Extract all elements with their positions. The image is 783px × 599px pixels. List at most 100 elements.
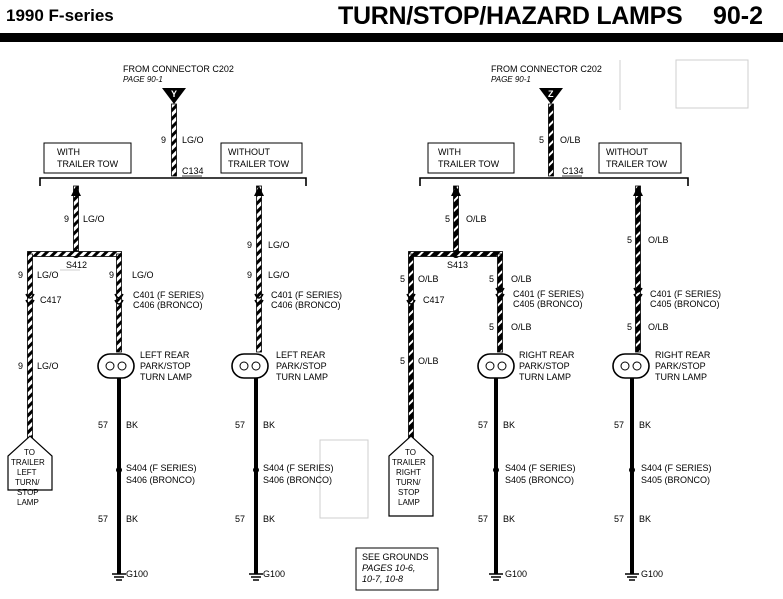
wt-ground-circuit-2: 57 — [98, 514, 108, 524]
trailer-connector-icon — [388, 435, 434, 517]
without-trailer-tow-box — [220, 142, 303, 174]
wo-circuit-num: 9 — [247, 240, 252, 250]
wo-ground-color-1: BK — [639, 420, 651, 430]
left-circuit: FROM CONNECTOR C202 PAGE 90-1 Y 9 LG/O C… — [7, 64, 342, 581]
wt-right-color: LG/O — [132, 270, 154, 280]
trailer-label-4: TURN/ — [396, 478, 421, 487]
wt-left-branch-wire — [27, 253, 33, 439]
wt-wire-color: O/LB — [466, 214, 487, 224]
wt-ground-g100: G100 — [126, 569, 148, 579]
trailer-label-3: LEFT — [17, 468, 37, 477]
wo-lamp-icon — [231, 353, 269, 379]
without-tow-line2: TRAILER TOW — [228, 159, 290, 169]
wo-ground-circuit-2: 57 — [614, 514, 624, 524]
trailer-label-6: LAMP — [17, 498, 39, 507]
wo-lamp-label-2: PARK/STOP — [276, 361, 327, 371]
wt-right-circuit: 5 — [489, 274, 494, 284]
wt-left-circuit: 9 — [18, 270, 23, 280]
wt-split-wire — [27, 251, 122, 257]
wo-circuit-num-2: 5 — [627, 322, 632, 332]
without-tow-line2: TRAILER TOW — [606, 159, 668, 169]
wo-lamp-label-1: RIGHT REAR — [655, 350, 711, 360]
wo-connector-c406: C406 (BRONCO) — [271, 300, 341, 310]
wt-feed-wire — [73, 185, 79, 255]
trailer-label-5: STOP — [17, 488, 39, 497]
feed-circuit-num: 5 — [539, 135, 544, 145]
wt-right-lower-circuit: 5 — [489, 322, 494, 332]
wt-left-lower-circuit: 9 — [18, 361, 23, 371]
splice-s413: S413 — [447, 260, 468, 270]
wo-ground-circuit-1: 57 — [235, 420, 245, 430]
wt-right-branch-wire — [497, 253, 503, 353]
wt-left-lower-color: O/LB — [418, 356, 439, 366]
trailer-label-6: LAMP — [398, 498, 420, 507]
wo-wire-color-2: LG/O — [268, 270, 290, 280]
wo-lamp-label-2: PARK/STOP — [655, 361, 706, 371]
wt-ground-color-1: BK — [503, 420, 515, 430]
from-connector-label: FROM CONNECTOR C202 — [491, 64, 602, 74]
grounds-note-line1: SEE GROUNDS — [362, 552, 429, 562]
grounds-note-line2: PAGES 10-6, — [362, 563, 415, 573]
wo-splice-s405: S405 (BRONCO) — [641, 475, 710, 485]
wt-left-circuit: 5 — [400, 274, 405, 284]
grounds-note-box — [355, 547, 439, 591]
wo-splice-s404: S404 (F SERIES) — [641, 463, 712, 473]
with-tow-line1: WITH — [57, 147, 80, 157]
wo-connector-c401: C401 (F SERIES) — [271, 290, 342, 300]
wt-circuit-num: 9 — [64, 214, 69, 224]
wt-right-color: O/LB — [511, 274, 532, 284]
with-trailer-tow-box — [43, 142, 132, 174]
option-bracket — [419, 177, 689, 186]
terminal-letter: Z — [548, 89, 554, 99]
wo-wire-color: LG/O — [268, 240, 290, 250]
wt-connector-c406: C406 (BRONCO) — [133, 300, 203, 310]
trailer-label-2: TRAILER — [392, 458, 426, 467]
trailer-label-2: TRAILER — [11, 458, 45, 467]
terminal-arrow-icon — [162, 88, 186, 104]
feed-wire-color: O/LB — [560, 135, 581, 145]
wt-lamp-label-3: TURN LAMP — [140, 372, 192, 382]
grounds-note-line3: 10-7, 10-8 — [362, 574, 403, 584]
from-connector-label: FROM CONNECTOR C202 — [123, 64, 234, 74]
wire-arrow-icon — [633, 186, 643, 196]
wt-feed-wire — [453, 185, 459, 255]
wo-lamp-label-3: TURN LAMP — [655, 372, 707, 382]
wt-left-color: O/LB — [418, 274, 439, 284]
right-circuit: FROM CONNECTOR C202 PAGE 90-1 Z 5 O/LB C… — [388, 64, 721, 581]
wt-connector-c405: C405 (BRONCO) — [513, 299, 583, 309]
wt-wire-color: LG/O — [83, 214, 105, 224]
wt-lamp-label-2: PARK/STOP — [140, 361, 191, 371]
wo-wire-color: O/LB — [648, 235, 669, 245]
wt-ground-circuit-1: 57 — [478, 420, 488, 430]
with-tow-line1: WITH — [438, 147, 461, 157]
trailer-label-4: TURN/ — [15, 478, 40, 487]
wt-lamp-label-2: PARK/STOP — [519, 361, 570, 371]
wt-ground-circuit-1: 57 — [98, 420, 108, 430]
wt-ground-circuit-2: 57 — [478, 514, 488, 524]
terminal-arrow-icon — [539, 88, 563, 104]
trailer-connector-icon — [7, 435, 53, 491]
trailer-label-5: STOP — [398, 488, 420, 497]
wo-ground-color-1: BK — [263, 420, 275, 430]
wire-arrow-icon — [71, 186, 81, 196]
header-rule — [0, 33, 783, 42]
grounds-note: SEE GROUNDS PAGES 10-6, 10-7, 10-8 — [355, 547, 439, 591]
wo-circuit-num-2: 9 — [247, 270, 252, 280]
splice-s412: S412 — [66, 260, 87, 270]
wt-splice-s405: S405 (BRONCO) — [505, 475, 574, 485]
wo-ground-circuit-2: 57 — [235, 514, 245, 524]
wo-ground-circuit-1: 57 — [614, 420, 624, 430]
from-page-ref: PAGE 90-1 — [491, 75, 531, 84]
wt-left-color: LG/O — [37, 270, 59, 280]
wt-ground-color-1: BK — [126, 420, 138, 430]
wt-right-circuit: 9 — [109, 270, 114, 280]
wo-splice-s404: S404 (F SERIES) — [263, 463, 334, 473]
wo-connector-c401: C401 (F SERIES) — [650, 289, 721, 299]
wo-connector-c405: C405 (BRONCO) — [650, 299, 720, 309]
with-tow-line2: TRAILER TOW — [57, 159, 119, 169]
wo-ground-g100: G100 — [263, 569, 285, 579]
wo-lamp-label-3: TURN LAMP — [276, 372, 328, 382]
wt-lamp-label-3: TURN LAMP — [519, 372, 571, 382]
wt-lamp-label-1: LEFT REAR — [140, 350, 190, 360]
